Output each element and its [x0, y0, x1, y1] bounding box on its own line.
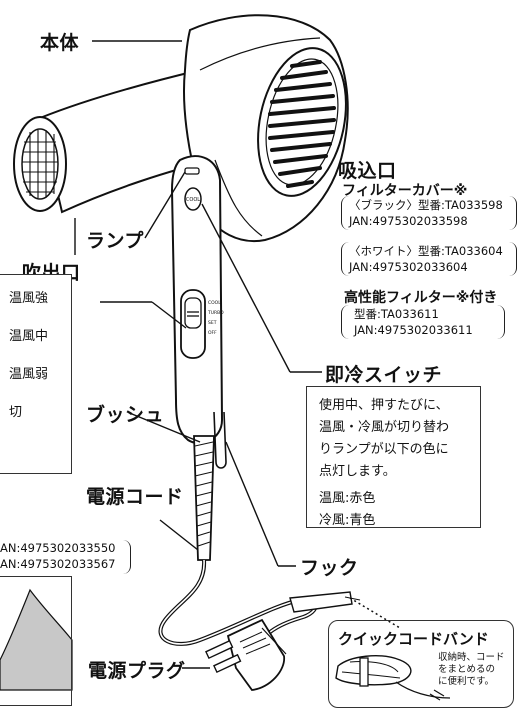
desc-line: 温風・冷風が切り替わ — [319, 420, 450, 435]
cord-band-strip — [289, 591, 353, 613]
label-intake: 吸込口 — [338, 160, 397, 182]
quick-band-box — [328, 620, 514, 708]
leader-lines — [74, 40, 322, 669]
quick-switch-button — [184, 187, 202, 211]
svg-text:COOL: COOL — [186, 197, 200, 203]
label-power-cord: 電源コード — [86, 486, 184, 508]
label-bush: ブッシュ — [86, 404, 165, 426]
switch-marking: OFF — [208, 330, 217, 336]
desc-line: 点灯します。 — [319, 464, 396, 479]
desc-line: りランプが以下の色に — [319, 442, 449, 457]
power-plug-shape — [205, 618, 287, 691]
cord-bush — [193, 435, 215, 561]
quick-band-desc-line: をまとめるの — [438, 664, 496, 675]
label-hp-filter: 高性能フィルター※付き — [344, 290, 498, 306]
switch-marking: SET — [208, 320, 217, 326]
switch-marking: COOL — [208, 300, 221, 306]
mode-item: 切 — [9, 405, 23, 420]
white-jan: JAN:4975302033604 — [349, 260, 468, 274]
label-hook: フック — [300, 557, 359, 579]
desc-cool: 冷風:青色 — [319, 513, 376, 528]
partial-product-box — [0, 576, 72, 706]
quick-band-desc: 収納時、コード をまとめるの に便利です。 — [438, 652, 505, 688]
bracket-black — [341, 196, 517, 230]
mode-list-box: 温風強 温風中 温風弱 切 — [0, 274, 72, 474]
partial-jan-1: AN:4975302033550 — [0, 541, 116, 555]
switch-markings: COOL TURBO SET OFF — [207, 300, 224, 336]
label-quick-switch: 即冷スイッチ — [325, 364, 443, 386]
quick-band-illustration — [335, 655, 451, 701]
black-model: 〈ブラック〉型番:TA033598 — [349, 198, 503, 212]
lamp-indicator — [184, 167, 200, 175]
desc-warm: 温風:赤色 — [319, 491, 376, 506]
bracket-hp — [341, 305, 505, 339]
mode-item: 温風中 — [9, 329, 49, 344]
quick-band-desc-line: 収納時、コード — [438, 652, 505, 663]
switch-description-box: 使用中、押すたびに、 温風・冷風が切り替わ りランプが以下の色に 点灯します。 … — [306, 386, 481, 528]
white-model: 〈ホワイト〉型番:TA033604 — [349, 244, 503, 258]
hp-model: 型番:TA033611 — [354, 307, 439, 321]
black-jan: JAN:4975302033598 — [349, 214, 468, 228]
partial-jan-2: AN:4975302033567 — [0, 557, 116, 571]
hook-shape — [213, 411, 227, 469]
label-lamp: ランプ — [86, 230, 144, 252]
quick-band-title: クイックコードバンド — [338, 630, 489, 648]
label-power-plug: 電源プラグ — [88, 660, 186, 682]
quick-band-desc-line: に便利です。 — [438, 676, 495, 687]
label-body: 本体 — [40, 32, 80, 54]
intake-grille — [257, 47, 347, 197]
mode-slide-switch — [180, 289, 206, 359]
switch-marking: TURBO — [207, 310, 224, 316]
desc-line: 使用中、押すたびに、 — [319, 398, 449, 413]
mode-item: 温風強 — [9, 291, 49, 306]
outlet-grille — [13, 116, 67, 212]
label-filter-cover: フィルターカバー※ — [342, 183, 468, 199]
mode-item: 温風弱 — [9, 367, 49, 382]
partial-product-image — [0, 588, 73, 691]
hp-jan: JAN:4975302033611 — [354, 323, 473, 337]
partial-jan-bracket — [0, 540, 131, 574]
bracket-white — [341, 242, 517, 276]
